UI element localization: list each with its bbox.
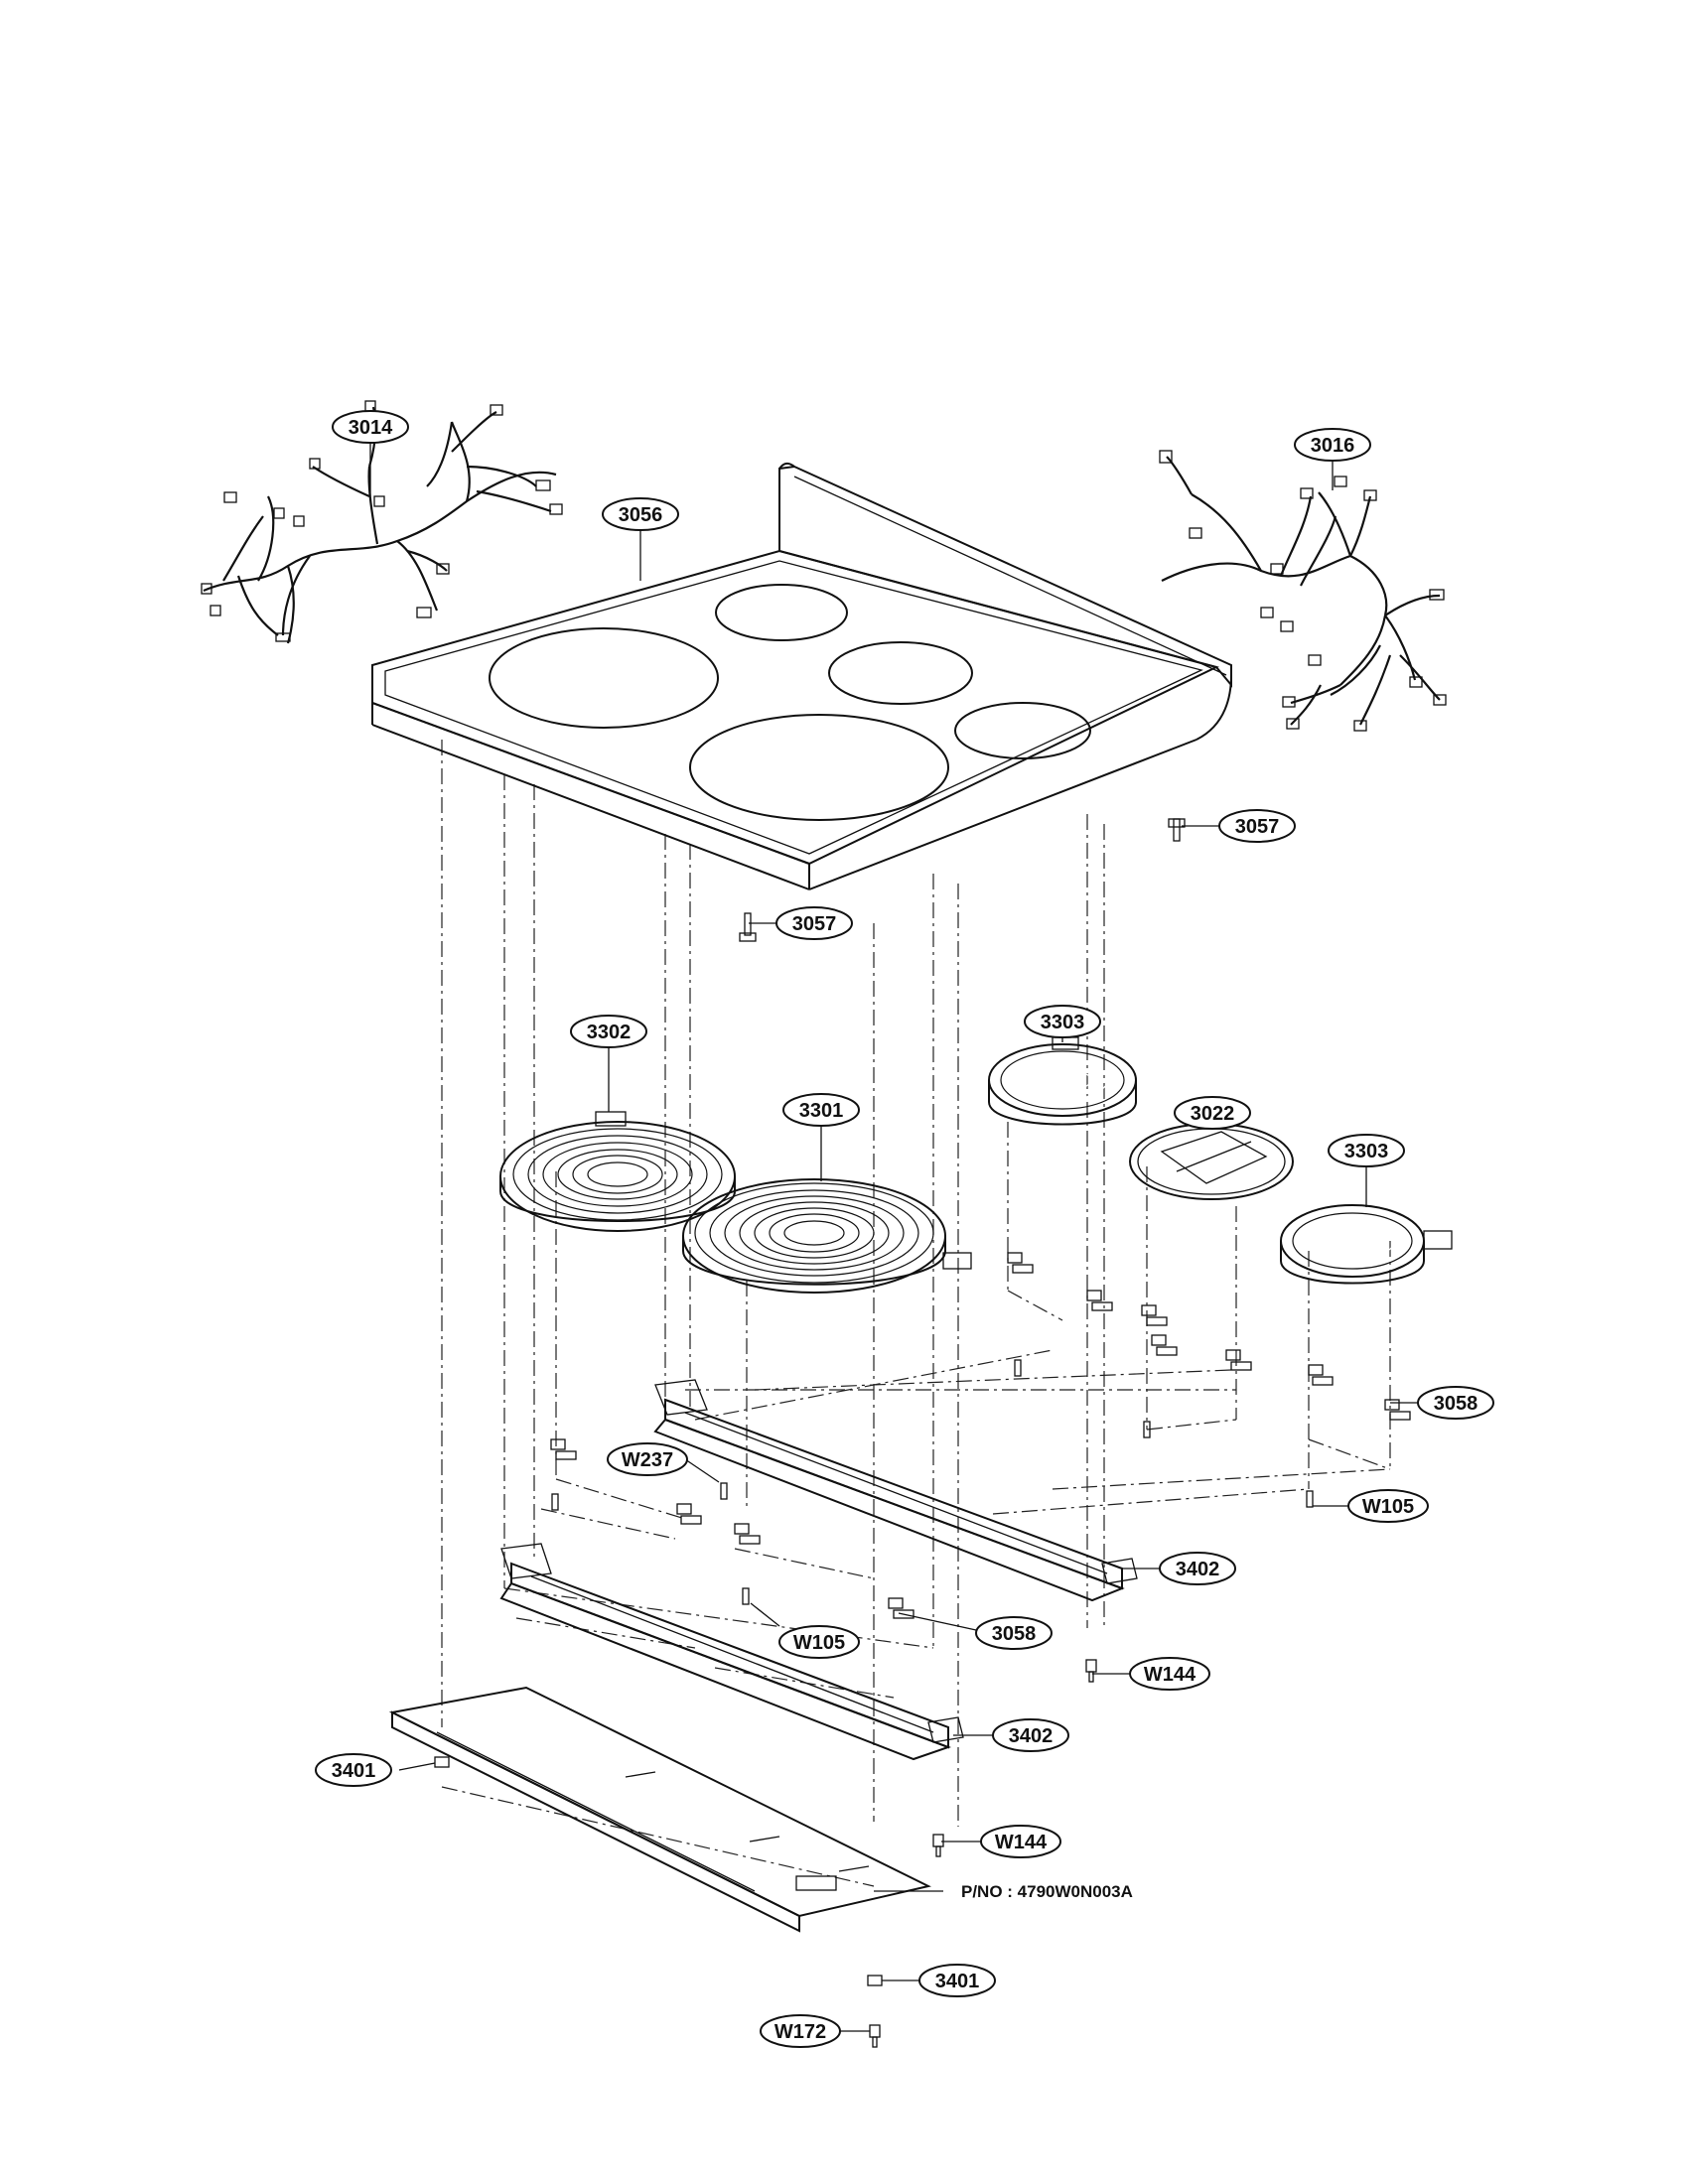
screw-3057-left <box>739 912 757 942</box>
callout-w237-label: W237 <box>622 1449 673 1471</box>
callout-w144-upper: W144 <box>1129 1657 1210 1691</box>
callout-w172-label: W172 <box>774 2021 826 2043</box>
callout-w144-lower-label: W144 <box>995 1832 1048 1853</box>
callout-3302-label: 3302 <box>587 1022 632 1043</box>
leader-lines <box>369 443 1418 2032</box>
bottom-panel-3401 <box>388 1686 931 1933</box>
callout-3302: 3302 <box>570 1015 647 1048</box>
callout-3056: 3056 <box>602 497 679 531</box>
screws-w105-w237 <box>551 1359 1314 1605</box>
callout-3402-upper: 3402 <box>1159 1552 1236 1585</box>
clips-3058 <box>550 1252 1411 1619</box>
callout-w144-lower: W144 <box>980 1825 1061 1858</box>
callout-3303-top-label: 3303 <box>1041 1012 1085 1033</box>
radiant-element-3303-top <box>988 1036 1137 1126</box>
callout-w105-left-label: W105 <box>793 1632 845 1654</box>
callout-3057-left: 3057 <box>775 906 853 940</box>
callout-3301-label: 3301 <box>799 1100 844 1122</box>
callout-w144-upper-label: W144 <box>1144 1664 1196 1686</box>
callout-3058-left-label: 3058 <box>992 1623 1037 1645</box>
callout-3014-label: 3014 <box>349 417 393 439</box>
part-number-label: P/NO : 4790W0N003A <box>961 1882 1133 1901</box>
callout-3058-left: 3058 <box>975 1616 1053 1650</box>
radiant-element-3302 <box>499 1111 736 1232</box>
radiant-element-3303-right <box>1280 1204 1453 1285</box>
callout-3057-left-label: 3057 <box>792 913 837 935</box>
callout-w105-right-label: W105 <box>1362 1496 1414 1518</box>
callout-3016-label: 3016 <box>1311 435 1355 457</box>
callout-3402-lower: 3402 <box>992 1718 1069 1752</box>
cooktop-glass-3056 <box>371 462 1232 890</box>
callout-w172: W172 <box>760 2014 841 2048</box>
callout-3058-right: 3058 <box>1417 1386 1494 1420</box>
callout-3402-upper-label: 3402 <box>1176 1559 1220 1580</box>
bracket-3022 <box>1129 1123 1294 1200</box>
callout-3058-right-label: 3058 <box>1434 1393 1478 1415</box>
callout-3056-label: 3056 <box>619 504 663 526</box>
screw-3057-right <box>1168 818 1186 842</box>
support-bar-3402-lower <box>499 1543 964 1761</box>
callout-3016: 3016 <box>1294 428 1371 462</box>
callout-3014: 3014 <box>332 410 409 444</box>
callout-3303-right-label: 3303 <box>1344 1141 1389 1162</box>
callout-3401-left-label: 3401 <box>332 1760 376 1782</box>
callout-3022: 3022 <box>1174 1096 1251 1130</box>
callout-3301: 3301 <box>782 1093 860 1127</box>
support-bar-3402-upper <box>653 1379 1138 1602</box>
callout-3401-bottom-label: 3401 <box>935 1971 980 1992</box>
callout-3057-right-label: 3057 <box>1235 816 1280 838</box>
radiant-element-3301 <box>682 1178 972 1294</box>
wire-harness-3016 <box>1159 450 1447 732</box>
callout-3022-label: 3022 <box>1191 1103 1235 1125</box>
callout-3303-right: 3303 <box>1328 1134 1405 1167</box>
assembly-lines <box>441 740 1391 1887</box>
wire-harness-3014 <box>201 400 563 644</box>
callout-3401-bottom: 3401 <box>918 1964 996 1997</box>
callout-w237: W237 <box>607 1442 688 1476</box>
callout-w105-right: W105 <box>1347 1489 1429 1523</box>
callout-w105-left: W105 <box>778 1625 860 1659</box>
callout-3057-right: 3057 <box>1218 809 1296 843</box>
callout-3303-top: 3303 <box>1024 1005 1101 1038</box>
callout-3401-left: 3401 <box>315 1753 392 1787</box>
callout-3402-lower-label: 3402 <box>1009 1725 1054 1747</box>
